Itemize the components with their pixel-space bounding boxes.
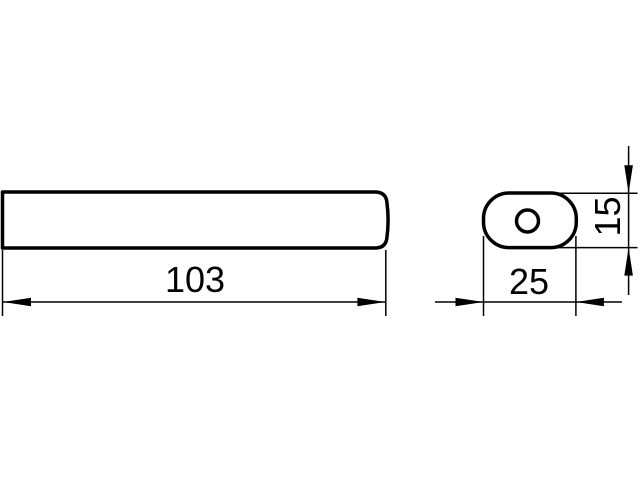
arrowhead-right-outside — [575, 297, 604, 307]
dimension-width: 25 — [435, 236, 622, 316]
arrowhead-bottom-outside — [624, 247, 633, 276]
dimension-label-width: 25 — [509, 261, 549, 302]
dimension-height: 15 — [553, 146, 638, 295]
side-view — [0, 190, 390, 250]
arrowhead-left — [3, 297, 31, 307]
dimension-label-length: 103 — [165, 259, 225, 300]
oval-outline — [481, 191, 579, 250]
center-hole — [514, 208, 541, 234]
arrowhead-right — [357, 297, 386, 307]
dimension-length: 103 — [1, 250, 387, 316]
arrowhead-left-outside — [455, 297, 484, 307]
arrowhead-top-outside — [624, 165, 633, 194]
bar-outline — [0, 190, 390, 250]
end-view — [481, 191, 579, 250]
dimension-label-height: 15 — [587, 196, 628, 236]
